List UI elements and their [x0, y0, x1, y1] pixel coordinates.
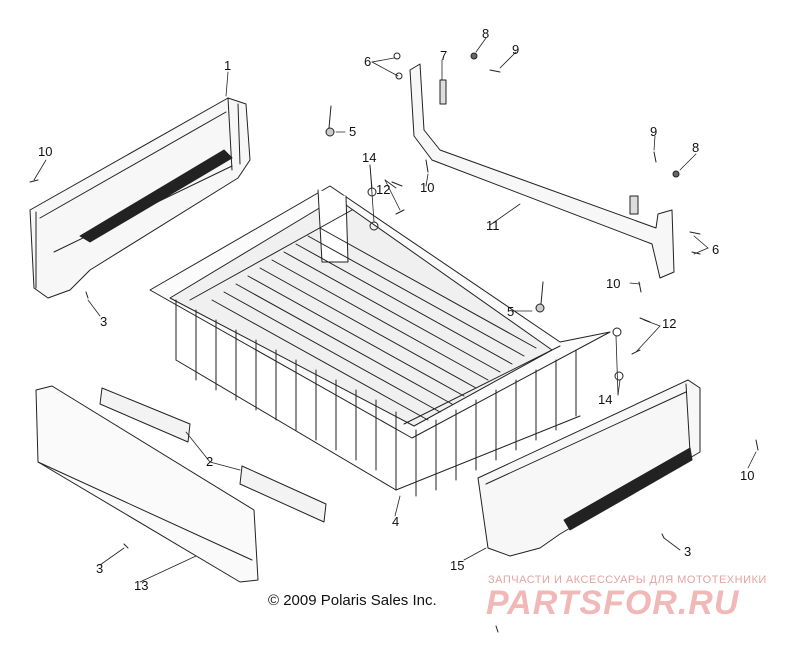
callout-3-bottom: 3 [96, 561, 103, 576]
callout-9-right: 9 [650, 124, 657, 139]
callout-labels: 1 2 3 3 3 4 5 5 6 6 7 8 8 9 9 10 10 10 1… [38, 26, 754, 593]
callout-14-right: 14 [598, 392, 612, 407]
callout-15: 15 [450, 558, 464, 573]
callout-14-top: 14 [362, 150, 376, 165]
callout-9-top: 9 [512, 42, 519, 57]
callout-4: 4 [392, 514, 399, 529]
callout-5-mid: 5 [507, 304, 514, 319]
callout-10-right: 10 [606, 276, 620, 291]
callout-12-right: 12 [662, 316, 676, 331]
callout-10-far-right: 10 [740, 468, 754, 483]
callout-3-right: 3 [684, 544, 691, 559]
callout-6-right: 6 [712, 242, 719, 257]
callout-10-left: 10 [38, 144, 52, 159]
cargo-box [149, 185, 611, 497]
left-side-panel [29, 97, 251, 299]
callout-8-right: 8 [692, 140, 699, 155]
filler-strip-lower [239, 465, 327, 523]
watermark-tagline: ЗАПЧАСТИ И АКСЕССУАРЫ ДЛЯ МОТОТЕХНИКИ [488, 574, 767, 586]
callout-5-top: 5 [349, 124, 356, 139]
tailgate-panel [35, 385, 259, 583]
hardware [29, 52, 759, 633]
callout-6-top: 6 [364, 54, 371, 69]
watermark-logo: PARTSFOR.RU [486, 584, 740, 622]
callout-3-left: 3 [100, 314, 107, 329]
leader-lines [33, 37, 757, 583]
callout-10-mid: 10 [420, 180, 434, 195]
right-side-panel [477, 379, 701, 557]
callout-2: 2 [206, 454, 213, 469]
callout-12-top: 12 [376, 182, 390, 197]
callout-8-top: 8 [482, 26, 489, 41]
rear-bracket [409, 63, 675, 279]
callout-1: 1 [224, 58, 231, 73]
copyright-notice: © 2009 Polaris Sales Inc. [268, 592, 437, 609]
callout-11: 11 [486, 218, 500, 233]
callout-7: 7 [440, 48, 447, 63]
filler-strip-upper [99, 387, 191, 443]
callout-13: 13 [134, 578, 148, 593]
